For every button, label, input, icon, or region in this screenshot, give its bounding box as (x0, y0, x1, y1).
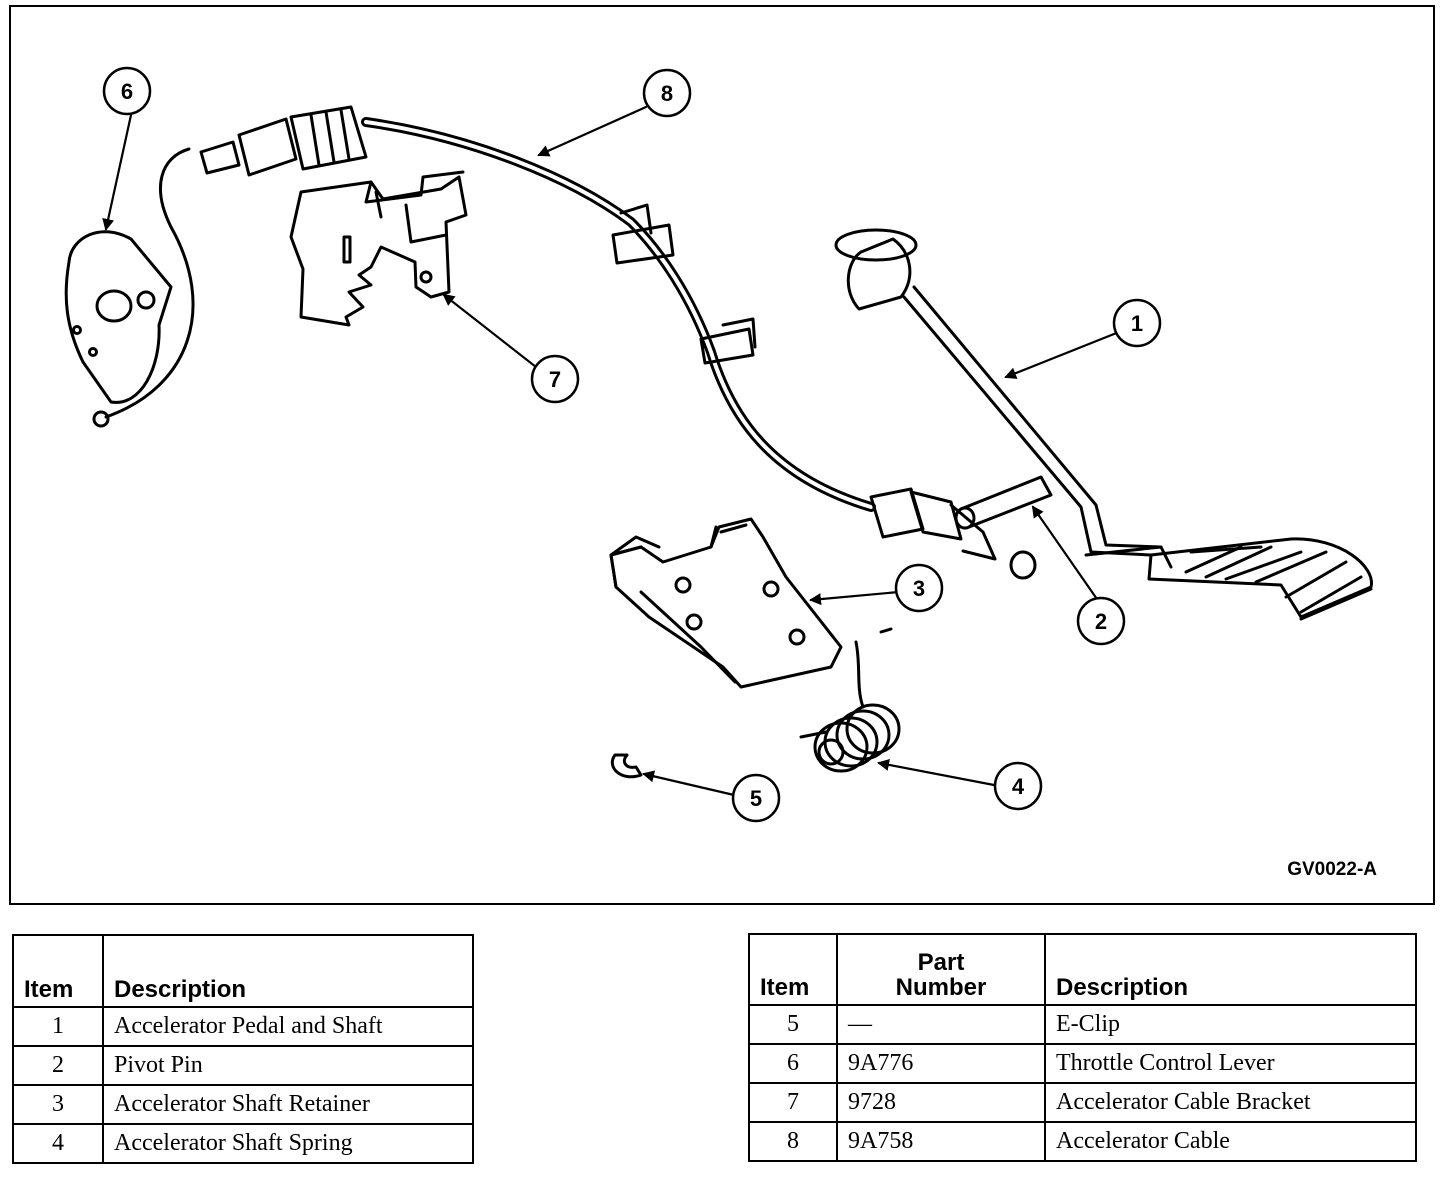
svg-text:4: 4 (1012, 774, 1025, 799)
callout-8: 8 (642, 68, 692, 118)
table-row: 1 Accelerator Pedal and Shaft (12, 1006, 474, 1047)
accelerator-shaft-spring (799, 627, 901, 773)
part-number-cell: — (836, 1004, 1046, 1045)
svg-text:6: 6 (121, 79, 133, 104)
header-item: Item (12, 934, 104, 1008)
table-header-row: Item Part Number Description (748, 933, 1417, 1006)
item-cell: 8 (748, 1121, 838, 1162)
item-cell: 1 (12, 1006, 104, 1047)
e-clip (610, 753, 643, 779)
description-cell: Pivot Pin (102, 1045, 474, 1086)
item-cell: 5 (748, 1004, 838, 1045)
table-row: 6 9A776 Throttle Control Lever (748, 1043, 1417, 1084)
callouts: 6 8 1 7 3 2 4 (102, 66, 1162, 823)
header-part-number: Part Number (836, 933, 1046, 1006)
svg-text:2: 2 (1095, 609, 1107, 634)
svg-text:3: 3 (913, 576, 925, 601)
part-number-cell: 9A776 (836, 1043, 1046, 1084)
throttle-control-lever (64, 147, 195, 428)
callout-5: 5 (731, 773, 781, 823)
description-cell: Accelerator Cable (1044, 1121, 1417, 1162)
exploded-diagram: 6 8 1 7 3 2 4 (9, 5, 1435, 905)
header-item: Item (748, 933, 838, 1006)
item-cell: 3 (12, 1084, 104, 1125)
item-cell: 7 (748, 1082, 838, 1123)
table-row: 7 9728 Accelerator Cable Bracket (748, 1082, 1417, 1123)
part-number-cell: 9A758 (836, 1121, 1046, 1162)
item-cell: 6 (748, 1043, 838, 1084)
callout-6: 6 (102, 66, 152, 116)
accelerator-pedal-and-shaft (834, 228, 1373, 621)
header-description: Description (102, 934, 474, 1008)
description-cell: Accelerator Shaft Spring (102, 1123, 474, 1164)
header-description: Description (1044, 933, 1417, 1006)
header-part-number-text: Part Number (895, 948, 987, 1001)
item-cell: 2 (12, 1045, 104, 1086)
table-header-row: Item Description (12, 934, 474, 1008)
accelerator-cable (199, 105, 1037, 580)
callout-3: 3 (894, 563, 944, 613)
svg-text:5: 5 (750, 786, 762, 811)
callout-1: 1 (1112, 298, 1162, 348)
svg-text:7: 7 (549, 367, 561, 392)
callout-4: 4 (993, 761, 1043, 811)
parts-table-right: Item Part Number Description 5 — E-Clip … (748, 933, 1417, 1162)
part-number-cell: 9728 (836, 1082, 1046, 1123)
description-cell: Accelerator Pedal and Shaft (102, 1006, 474, 1047)
diagram-drawing: 6 8 1 7 3 2 4 (64, 66, 1373, 823)
table-row: 5 — E-Clip (748, 1004, 1417, 1045)
leader-lines (102, 105, 1121, 797)
description-cell: Accelerator Cable Bracket (1044, 1082, 1417, 1123)
pivot-pin (954, 475, 1053, 530)
accelerator-cable-bracket (289, 170, 468, 327)
svg-text:1: 1 (1131, 311, 1143, 336)
figure-code: GV0022-A (1287, 859, 1377, 880)
table-row: 8 9A758 Accelerator Cable (748, 1121, 1417, 1162)
item-cell: 4 (12, 1123, 104, 1164)
description-cell: Throttle Control Lever (1044, 1043, 1417, 1084)
table-row: 2 Pivot Pin (12, 1045, 474, 1086)
callout-7: 7 (530, 354, 580, 404)
callout-2: 2 (1076, 596, 1126, 646)
svg-text:8: 8 (661, 81, 673, 106)
table-row: 3 Accelerator Shaft Retainer (12, 1084, 474, 1125)
description-cell: Accelerator Shaft Retainer (102, 1084, 474, 1125)
parts-table-left: Item Description 1 Accelerator Pedal and… (12, 934, 474, 1164)
accelerator-shaft-retainer (609, 517, 843, 689)
table-row: 4 Accelerator Shaft Spring (12, 1123, 474, 1164)
description-cell: E-Clip (1044, 1004, 1417, 1045)
